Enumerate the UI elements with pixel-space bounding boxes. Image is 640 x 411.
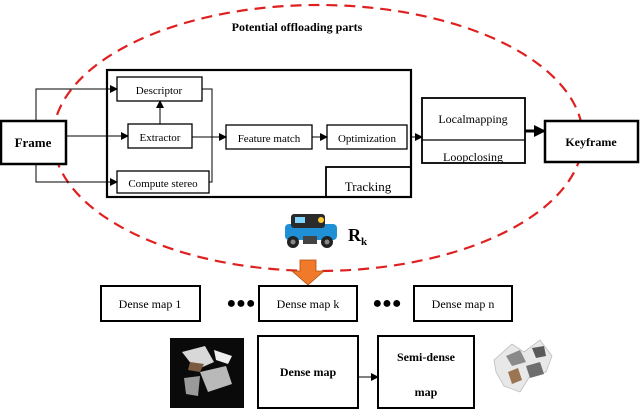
extractor-label: Extractor [140, 132, 181, 144]
semi-dense-label-line2: map [415, 385, 438, 399]
semi-dense-map-thumbnail [493, 339, 553, 393]
tracking-box [105, 68, 413, 199]
tracking-label-box [325, 166, 412, 198]
dense-map-thumbnail [170, 338, 244, 408]
dense-map-n-box [413, 285, 513, 322]
descriptor-link-line [202, 88, 213, 183]
frame-to-stereo-arrow [35, 164, 118, 186]
frame-label: Frame [15, 135, 52, 150]
tracking-label: Tracking [345, 179, 392, 194]
merged-dense-map-box [257, 335, 359, 409]
offload-down-arrow [290, 259, 326, 286]
robot-icon [285, 214, 337, 248]
dense-map-n-label: Dense map n [432, 297, 495, 311]
semi-dense-label-line1: Semi-dense [397, 350, 456, 364]
extractor-box [127, 123, 193, 149]
keyframe-label: Keyframe [565, 135, 617, 149]
frame-to-descriptor-arrow [35, 85, 118, 121]
descriptor-label: Descriptor [136, 85, 183, 97]
semi-dense-map-box [377, 335, 475, 409]
loopclosing-label: Loopclosing [443, 150, 503, 164]
merged-dense-map-label: Dense map [280, 365, 337, 379]
dense-map-1-box [100, 285, 201, 322]
compute-stereo-label: Compute stereo [128, 178, 198, 190]
optimization-label: Optimization [338, 133, 397, 145]
keyframe-box [543, 119, 640, 164]
dense-map-k-label: Dense map k [277, 297, 340, 311]
ellipsis-left: ●●● [227, 295, 256, 312]
ellipsis-right: ●●● [373, 295, 402, 312]
dense-map-1-label: Dense map 1 [119, 297, 182, 311]
frame-box [0, 119, 68, 166]
robot-label: Rk [348, 225, 368, 248]
optimization-box [326, 124, 408, 150]
feature-match-label: Feature match [238, 133, 301, 145]
local-loop-box [421, 97, 526, 164]
dense-map-k-box [258, 285, 358, 322]
localmapping-label: Localmapping [438, 112, 507, 126]
offloading-title: Potential offloading parts [232, 20, 363, 34]
